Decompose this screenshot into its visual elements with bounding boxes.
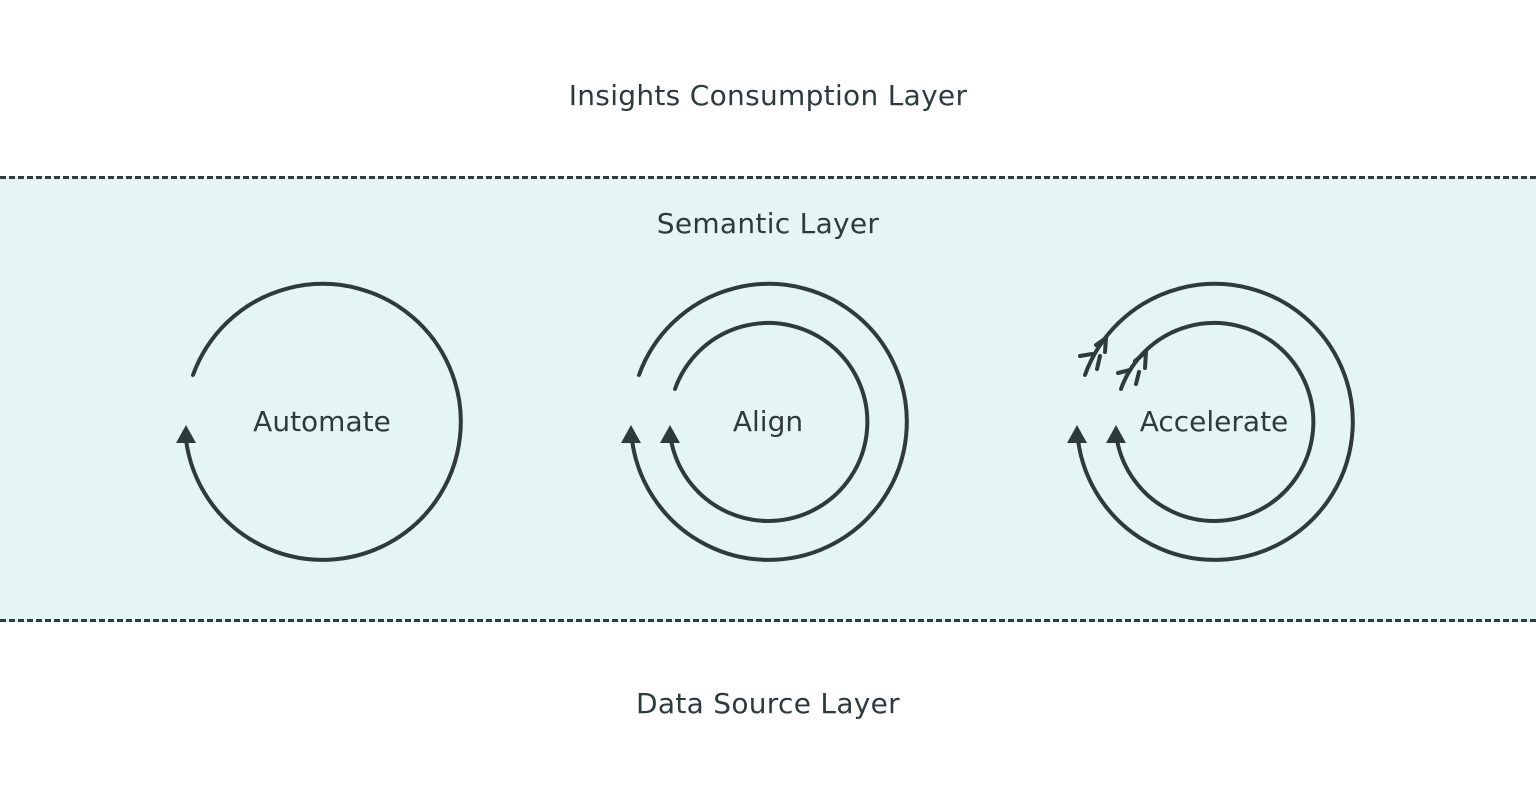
automate-label: Automate bbox=[253, 405, 391, 438]
accelerate-cycle-icon bbox=[1067, 281, 1355, 562]
automate-outer-arc bbox=[184, 281, 463, 562]
align-inner-arrowhead bbox=[660, 425, 680, 443]
data-source-layer-title: Data Source Layer bbox=[636, 687, 900, 720]
accelerate-inner-arrowhead bbox=[1106, 425, 1126, 443]
align-inner-arc bbox=[669, 321, 870, 523]
align-outer-arrowhead bbox=[621, 425, 641, 443]
align-outer-arc bbox=[630, 281, 909, 562]
accelerate-inner-arc bbox=[1115, 321, 1316, 523]
accelerate-outer-arrowhead bbox=[1067, 425, 1087, 443]
accelerate-label: Accelerate bbox=[1139, 405, 1289, 438]
automate-cycle-icon bbox=[176, 281, 463, 562]
accelerate-outer-arc bbox=[1076, 281, 1355, 562]
insights-consumption-layer-title: Insights Consumption Layer bbox=[568, 79, 968, 112]
accelerate-outer-fletching bbox=[1078, 333, 1109, 371]
accelerate-inner-fletching bbox=[1116, 347, 1149, 386]
semantic-layer-band bbox=[0, 176, 1536, 622]
semantic-layer-title: Semantic Layer bbox=[656, 207, 880, 240]
align-label: Align bbox=[732, 405, 804, 438]
align-cycle-icon bbox=[621, 281, 909, 562]
automate-arrowhead bbox=[176, 425, 196, 443]
